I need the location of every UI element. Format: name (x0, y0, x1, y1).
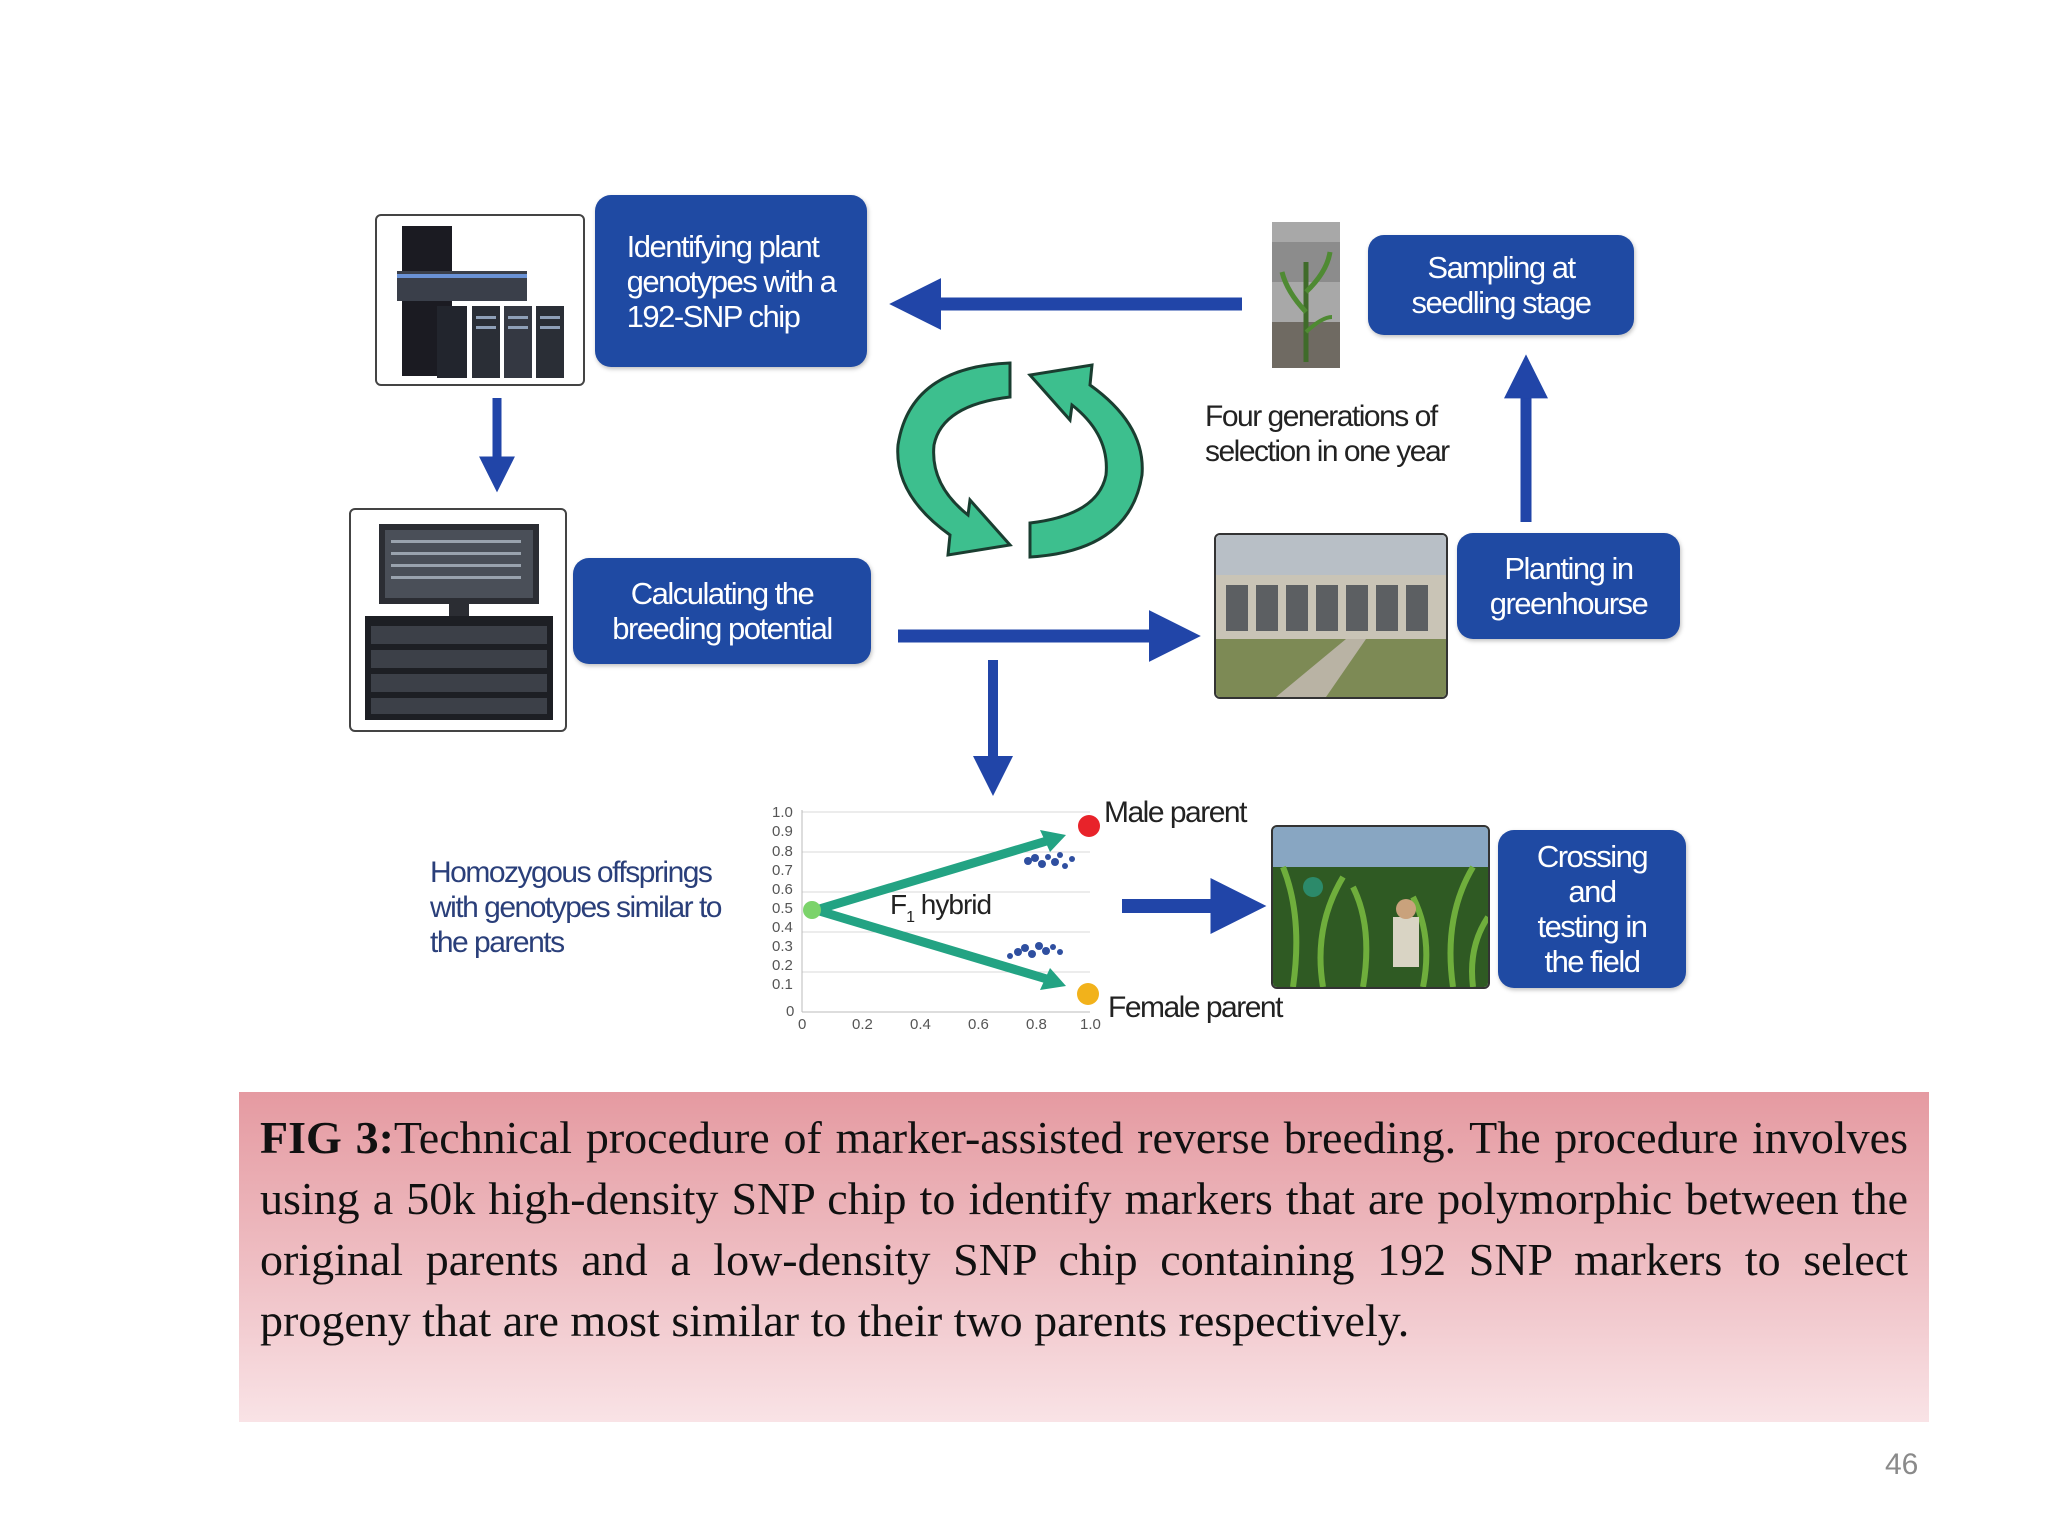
offsprings-note: Homozygous offsprings with genotypes sim… (430, 856, 722, 959)
page-number: 46 (1885, 1448, 1919, 1481)
y-tick: 0 (786, 1003, 794, 1020)
crossing-box: Crossing and testing in the field (1498, 830, 1686, 988)
y-tick: 0.3 (772, 938, 793, 955)
sampling-label: Sampling at seedling stage (1411, 250, 1592, 320)
female-parent-label: Female parent (1108, 991, 1283, 1024)
male-parent-marker (1078, 815, 1100, 837)
snp-chip-machine-image (375, 214, 585, 386)
y-tick: 0.5 (772, 900, 793, 917)
y-tick: 0.7 (772, 862, 793, 879)
seedling-image (1272, 222, 1340, 368)
genotype-plot: 1.0 0.9 0.8 0.7 0.6 0.5 0.4 0.3 0.2 0.1 … (772, 804, 1101, 1033)
planting-label: Planting in greenhourse (1489, 551, 1649, 621)
y-tick: 0.6 (772, 881, 793, 898)
female-parent-marker (1077, 983, 1099, 1005)
sampling-box: Sampling at seedling stage (1368, 235, 1634, 335)
male-parent-label: Male parent (1104, 796, 1247, 829)
hybrid-marker (803, 901, 821, 919)
x-tick: 0.8 (1026, 1016, 1047, 1033)
x-tick: 0.2 (852, 1016, 873, 1033)
x-tick: 0 (798, 1016, 806, 1033)
cycle-arrows-icon (896, 361, 1144, 559)
hybrid-label: F1 hybrid (890, 889, 991, 926)
planting-box: Planting in greenhourse (1457, 533, 1680, 639)
caption-box: FIG 3:Technical procedure of marker-assi… (239, 1092, 1929, 1422)
y-tick: 0.2 (772, 957, 793, 974)
genotyping-label: Identifying plant genotypes with a 192-S… (626, 228, 837, 334)
caption-label: FIG 3: (260, 1112, 394, 1163)
breeding-potential-label: Calculating the breeding potential (612, 576, 833, 646)
x-tick: 0.4 (910, 1016, 931, 1033)
corn-field-image (1271, 825, 1490, 989)
y-tick: 0.1 (772, 976, 793, 993)
y-tick: 0.8 (772, 843, 793, 860)
caption-text: FIG 3:Technical procedure of marker-assi… (260, 1107, 1908, 1351)
y-tick: 1.0 (772, 804, 793, 821)
x-tick: 1.0 (1080, 1016, 1101, 1033)
cycle-note: Four generations of selection in one yea… (1205, 400, 1450, 468)
greenhouse-image (1214, 533, 1448, 699)
caption-body: Technical procedure of marker-assisted r… (260, 1112, 1908, 1346)
y-tick: 0.4 (772, 919, 793, 936)
x-tick: 0.6 (968, 1016, 989, 1033)
y-tick: 0.9 (772, 823, 793, 840)
breeding-potential-box: Calculating the breeding potential (573, 558, 871, 664)
genotyping-box: Identifying plant genotypes with a 192-S… (595, 195, 867, 367)
computer-server-image (349, 508, 567, 732)
crossing-label: Crossing and testing in the field (1536, 839, 1649, 979)
